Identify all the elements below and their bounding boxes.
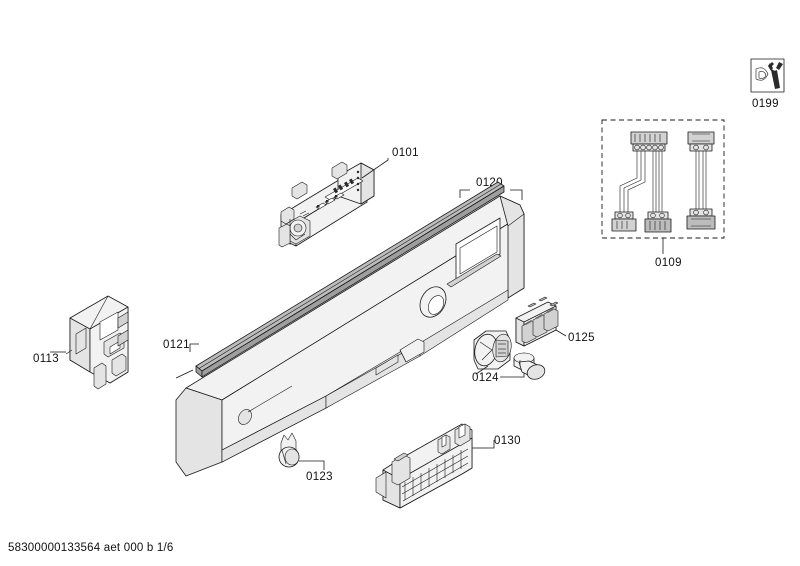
harness-right [686,131,716,230]
part-0199-service-tool-symbol[interactable]: 0199 [750,58,785,110]
part-label-0199: 0199 [752,98,779,110]
part-0113-door-latch-bracket[interactable]: 0113 [33,295,129,390]
part-0109-wiring-harness-set[interactable]: 0109 [601,119,725,269]
leader-0124 [475,365,489,375]
part-label-0124: 0124 [472,372,499,384]
part-label-0123: 0123 [306,471,333,483]
part-0123-indicator-clip[interactable]: 0123 [278,432,333,483]
display-segments [333,178,355,194]
part-label-0109: 0109 [655,257,682,269]
harness-left [611,131,672,233]
part-label-0113: 0113 [33,353,59,365]
part-0120-fascia-panel[interactable]: 0120 [175,177,525,477]
part-0125-button-bank[interactable]: 0125 [515,296,595,347]
leader-0101 [361,158,389,179]
leader-0125 [555,329,567,337]
footer-document-number: 58300000133564 aet 000 b 1/6 [8,542,173,554]
part-0124-rotary-knob[interactable]: 0124 [472,330,525,384]
push-pin-fastener[interactable] [513,352,547,382]
part-0130-handle-grille-bracket[interactable]: 0130 [375,423,521,509]
wrench-icon [755,62,783,89]
part-label-0101: 0101 [392,147,419,159]
part-0121-trim-strip[interactable]: 0121 [163,181,505,379]
leader-0121 [175,369,194,379]
part-label-0130: 0130 [494,435,521,447]
part-label-0121: 0121 [163,339,190,351]
part-label-0125: 0125 [568,332,595,344]
part-0101-control-module-pcb[interactable]: 0101 [278,147,419,248]
